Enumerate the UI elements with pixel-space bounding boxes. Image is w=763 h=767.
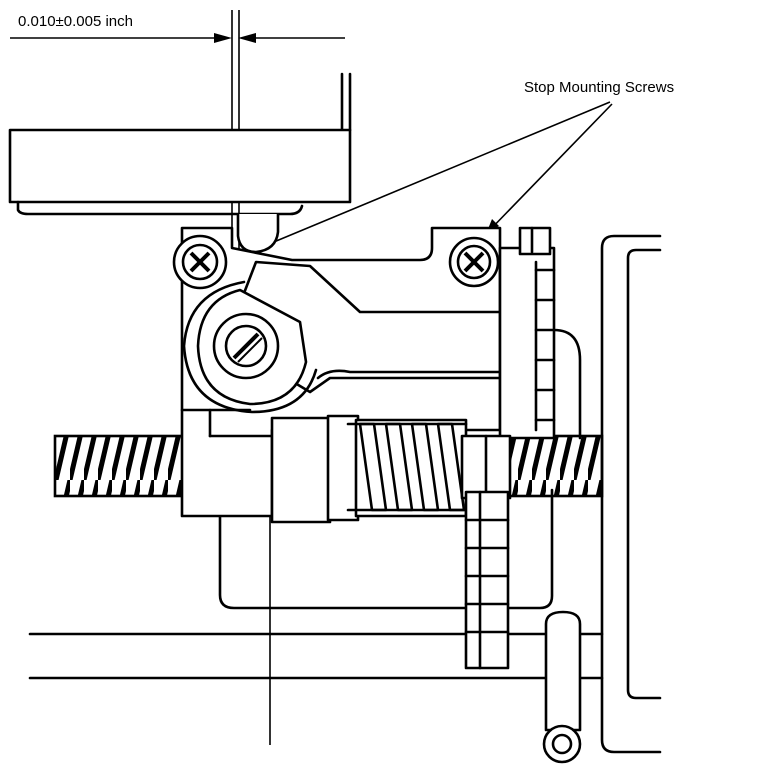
- stop-screws-label: Stop Mounting Screws: [524, 79, 674, 96]
- pin-rod: [542, 610, 582, 764]
- upper-stop-block: [8, 72, 352, 254]
- right-bracket: [498, 226, 582, 440]
- right-frame: [600, 234, 662, 754]
- screw-slot-icon: [212, 312, 280, 380]
- screw-cross-icon: [172, 234, 228, 290]
- screw-cross-icon: [448, 236, 500, 288]
- lead-screw: [53, 434, 604, 498]
- right-nut: [460, 434, 512, 500]
- screw-collar: [270, 414, 360, 524]
- vertical-post: [464, 490, 510, 670]
- coil-spring: [346, 418, 468, 518]
- clearance-label: 0.010±0.005 inch: [18, 13, 133, 30]
